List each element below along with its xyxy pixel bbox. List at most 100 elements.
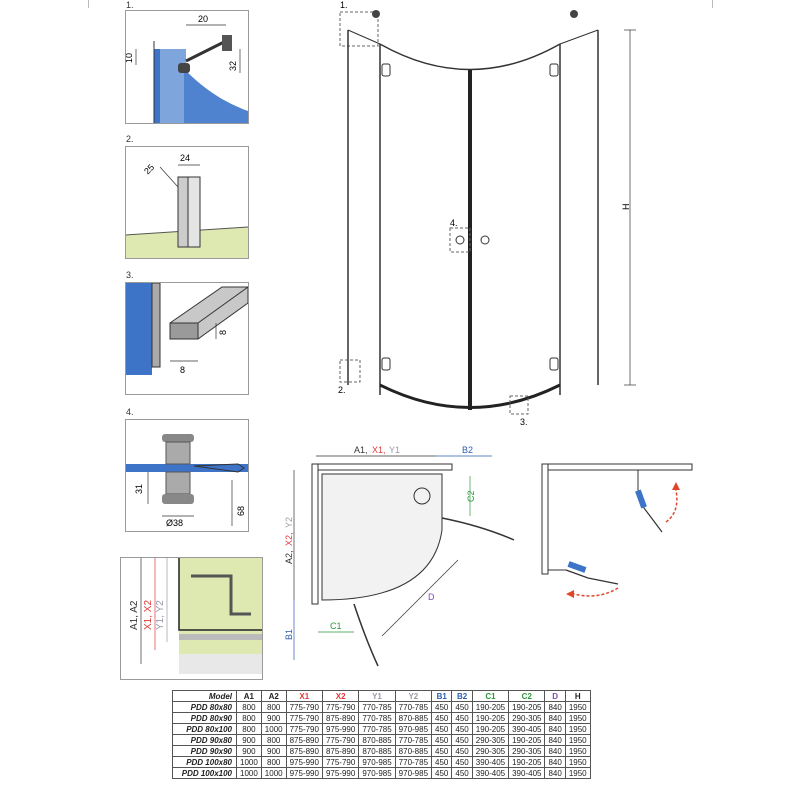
table-header-cell: A2 (260, 690, 287, 702)
plan-b1: B1 (284, 629, 294, 640)
table-cell: 290-305 (471, 745, 510, 757)
hinge-arm (193, 463, 245, 473)
knob-top (162, 434, 194, 442)
table-header-cell: C1 (471, 690, 510, 702)
plan-view: A1, X1, Y1 B2 C2 D A2, X2, Y2 B1 C1 (284, 445, 515, 667)
detail-3-panel: 8 8 (125, 282, 249, 395)
plan-a1: A1, (354, 445, 368, 455)
left-door-open (353, 603, 379, 667)
table-header-cell: B1 (431, 690, 453, 702)
open-arrow-right (665, 489, 678, 523)
plan-d: D (428, 592, 435, 602)
table-cell: 900 (236, 745, 262, 757)
table-cell: PDD 90x80 (172, 734, 237, 746)
knob-bottom (162, 494, 194, 504)
table-cell: 800 (260, 701, 287, 713)
detail-2-panel: 25 24 (125, 146, 249, 259)
top-wall (311, 463, 453, 471)
plan-a2: A2, (284, 550, 294, 564)
table-cell: 975-990 (321, 767, 360, 779)
callout-box-2 (339, 359, 361, 383)
table-cell: PDD 90x90 (172, 745, 237, 757)
table-cell: PDD 80x100 (172, 723, 237, 735)
main-elevation: 1. 4. 2. 3. H (338, 0, 636, 427)
table-cell: 1000 (260, 723, 287, 735)
table-cell: 875-890 (285, 734, 323, 746)
table-cell: 1000 (236, 756, 262, 768)
table-cell: 1950 (564, 756, 591, 768)
table-cell: 900 (236, 734, 262, 746)
table-cell: 190-205 (508, 756, 546, 768)
table-header-cell: X1 (285, 690, 323, 702)
table-cell: 870-885 (394, 745, 433, 757)
table-cell: 970-985 (394, 767, 433, 779)
table-cell: 190-205 (471, 701, 510, 713)
detail-1-drawing: 20 10 32 (124, 14, 248, 123)
table-cell: 770-785 (358, 701, 396, 713)
detail-4-panel: 31 Ø38 68 (125, 419, 249, 532)
table-cell: 875-890 (321, 745, 360, 757)
table-cell: 290-305 (471, 734, 510, 746)
wall-top (541, 463, 693, 471)
table-cell: 390-405 (471, 756, 510, 768)
hinge-clamp (178, 63, 190, 73)
knob-left (455, 235, 465, 245)
door-glass (184, 69, 248, 123)
table-cell: 770-785 (358, 723, 396, 735)
table-cell: 840 (544, 734, 566, 746)
plan-x1: X1, (372, 445, 386, 455)
table-cell: 875-890 (285, 745, 323, 757)
table-cell: 975-990 (285, 756, 323, 768)
table-header-cell: D (544, 690, 566, 702)
table-cell: 450 (431, 756, 453, 768)
table-cell: 840 (544, 767, 566, 779)
table-cell: 840 (544, 701, 566, 713)
table-cell: 290-305 (508, 745, 546, 757)
table-cell: 390-405 (508, 723, 546, 735)
table-cell: 970-985 (358, 756, 396, 768)
plan-y2: Y2 (284, 517, 294, 528)
table-cell: 975-990 (321, 723, 360, 735)
wall-left (541, 463, 549, 575)
plan-x2: X2, (284, 532, 294, 546)
callout-3: 3. (520, 417, 528, 427)
table-cell: 450 (431, 701, 453, 713)
table-cell: 450 (451, 745, 473, 757)
page-edge-mark (88, 0, 89, 8)
table-cell: 800 (236, 701, 262, 713)
table-cell: 1950 (564, 745, 591, 757)
table-header-cell: C2 (508, 690, 546, 702)
opening-diagram (541, 463, 693, 598)
table-cell: PDD 80x80 (172, 701, 237, 713)
table-cell: 775-790 (321, 701, 360, 713)
table-cell: 450 (451, 756, 473, 768)
plan-y1: Y1 (389, 445, 400, 455)
detail-2-drawing: 25 24 (125, 153, 249, 258)
detail-4-drawing: 31 Ø38 68 (126, 434, 248, 528)
table-cell: 770-785 (394, 701, 433, 713)
door-bottom-arc (379, 383, 561, 409)
table-header-cell: Y1 (358, 690, 396, 702)
table-cell: 770-785 (358, 712, 396, 724)
table-header-cell: B2 (451, 690, 473, 702)
table-cell: 190-205 (471, 723, 510, 735)
label-x1x2: X1, X2 (143, 600, 154, 630)
table-cell: 450 (451, 712, 473, 724)
detail-3-number: 3. (126, 270, 134, 280)
table-cell: 190-205 (508, 701, 546, 713)
table-header-cell: H (564, 690, 591, 702)
dim-25: 25 (142, 162, 156, 176)
table-cell: 1950 (564, 767, 591, 779)
label-y1y2: Y1, Y2 (155, 600, 166, 630)
table-cell: 840 (544, 745, 566, 757)
table-cell: 290-305 (508, 712, 546, 724)
plan-b2: B2 (462, 445, 473, 455)
detail-2-number: 2. (126, 134, 134, 144)
